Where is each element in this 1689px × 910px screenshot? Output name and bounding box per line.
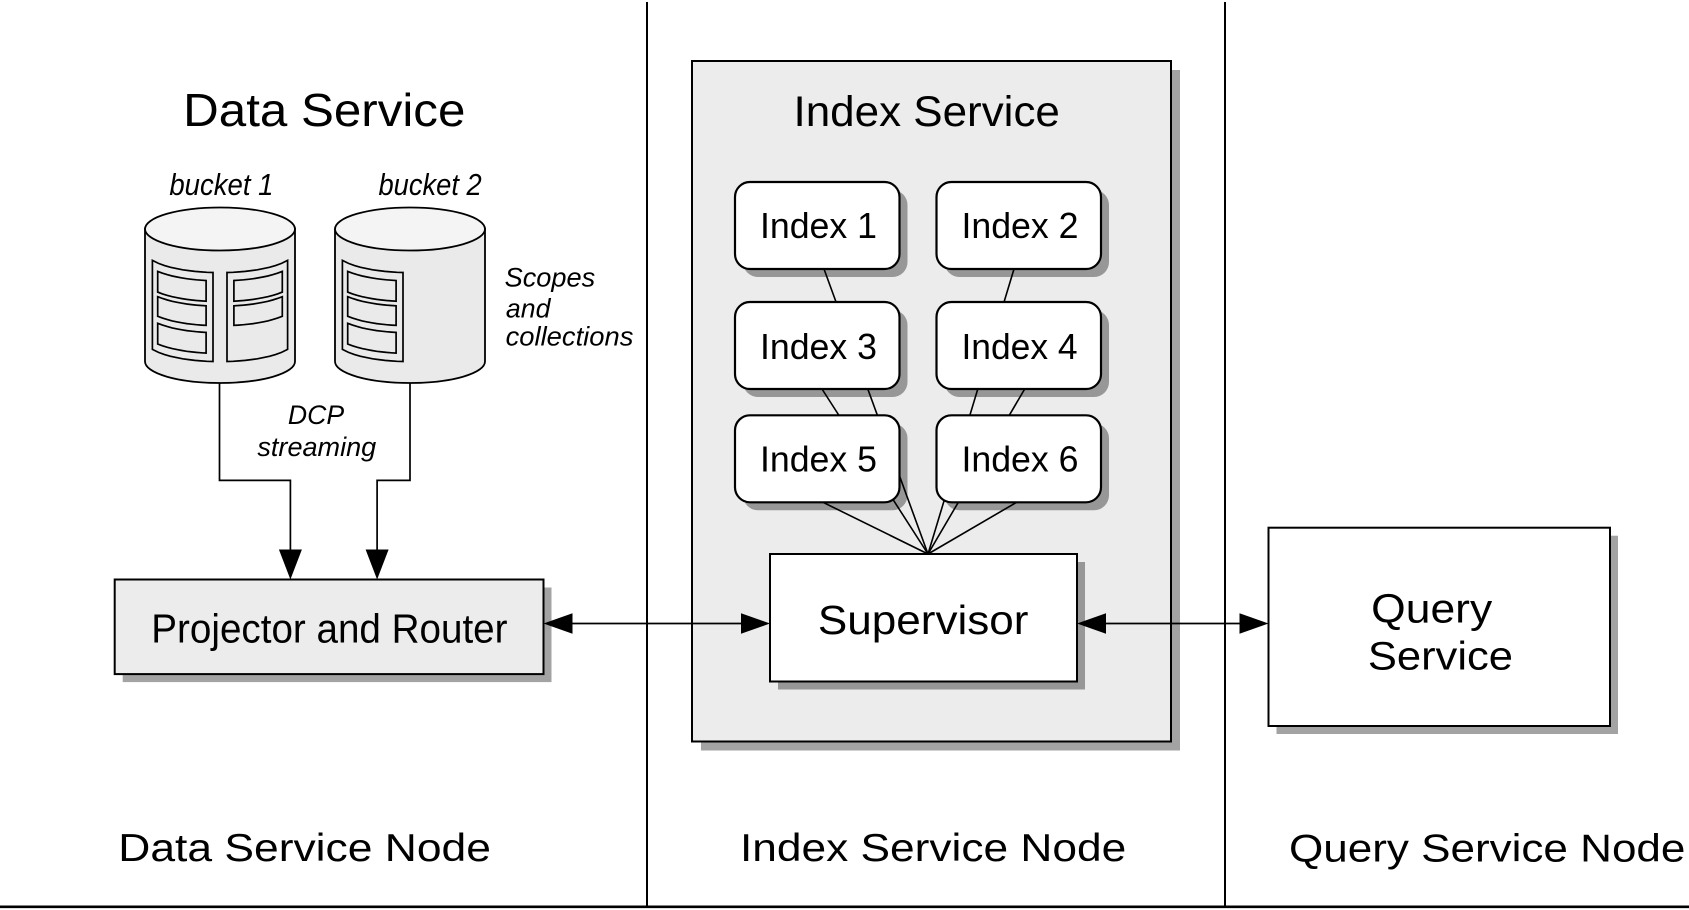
svg-text:bucket 2: bucket 2 — [379, 169, 482, 202]
svg-text:Data Service: Data Service — [183, 84, 465, 136]
svg-text:Query: Query — [1371, 586, 1493, 632]
svg-text:Scopes: Scopes — [505, 262, 596, 292]
svg-text:Index 5: Index 5 — [760, 438, 877, 479]
svg-text:Query Service Node: Query Service Node — [1289, 828, 1685, 871]
svg-text:Data Service Node: Data Service Node — [118, 827, 491, 870]
svg-text:Supervisor: Supervisor — [818, 597, 1029, 643]
svg-text:Index 6: Index 6 — [961, 438, 1078, 479]
svg-text:bucket 1: bucket 1 — [169, 169, 273, 202]
svg-text:streaming: streaming — [257, 432, 376, 462]
svg-text:and: and — [506, 294, 552, 324]
svg-text:Service: Service — [1368, 635, 1513, 679]
svg-text:Projector and Router: Projector and Router — [151, 605, 507, 651]
svg-text:Index Service Node: Index Service Node — [740, 827, 1126, 870]
svg-text:DCP: DCP — [288, 400, 344, 430]
svg-text:Index 4: Index 4 — [961, 326, 1077, 367]
svg-text:collections: collections — [506, 322, 634, 352]
svg-text:Index 2: Index 2 — [961, 205, 1078, 246]
svg-text:Index 3: Index 3 — [760, 326, 877, 367]
svg-text:Index 1: Index 1 — [760, 205, 877, 246]
svg-text:Index Service: Index Service — [794, 89, 1060, 136]
